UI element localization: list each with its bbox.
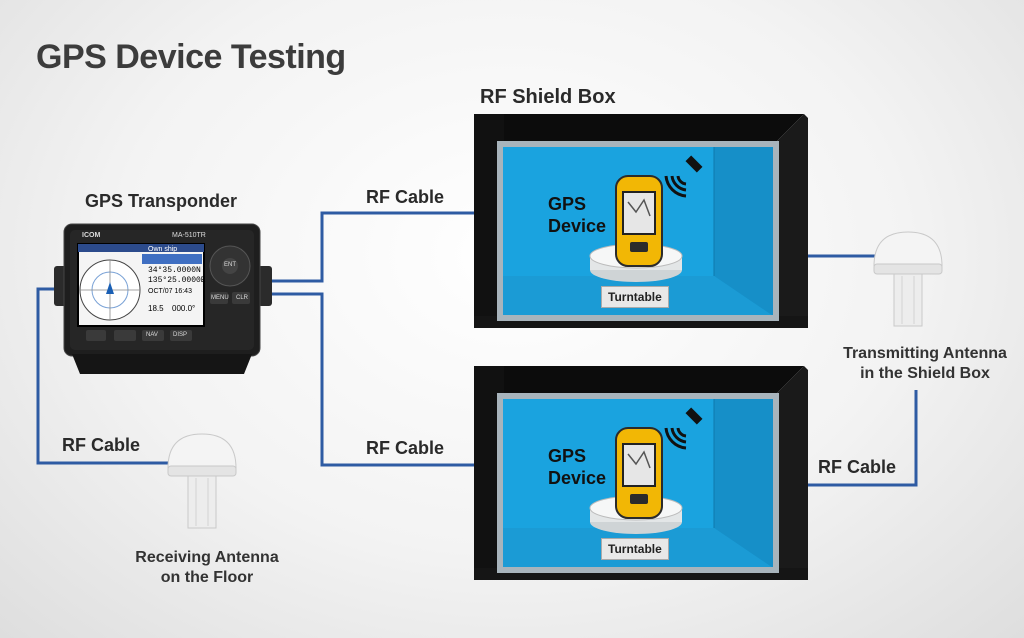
clr-button: CLR — [236, 295, 249, 301]
page-title: GPS Device Testing — [36, 38, 346, 76]
ent-button: ENT — [224, 262, 236, 268]
sog-value: 18.5 — [148, 304, 164, 313]
nav-button: NAV — [146, 332, 158, 338]
transmitting-antenna-label: Transmitting Antenna in the Shield Box — [843, 345, 1007, 382]
turntable-label-top: Turntable — [601, 286, 669, 308]
turntable-label-bottom: Turntable — [601, 538, 669, 560]
cog-value: 000.0° — [172, 304, 196, 313]
satellite-signal-icon-bottom — [664, 406, 708, 450]
rf-cable-top — [270, 211, 476, 283]
rf-cable-left-label: RF Cable — [62, 435, 141, 455]
gps-transponder-label: GPS Transponder — [85, 191, 238, 211]
rf-cable-left — [36, 287, 168, 465]
gps-handheld-top — [614, 172, 664, 268]
screen-header: Own ship — [148, 246, 178, 253]
disp-button: DISP — [173, 332, 188, 338]
rf-shield-box-top — [474, 108, 808, 328]
rf-cable-right-label: RF Cable — [818, 457, 897, 477]
latitude: 34°35.0000N — [148, 266, 201, 275]
receiving-antenna — [162, 432, 242, 532]
gps-transponder: ICOM MA-510TR Own ship 34°35.0000N 135°2… — [54, 218, 272, 378]
date-time: OCT/07 16:43 — [148, 288, 192, 295]
receiving-antenna-label: Receiving Antenna on the Floor — [135, 549, 279, 586]
rf-shield-box-label: RF Shield Box — [480, 86, 616, 108]
rf-cable-bottom-label: RF Cable — [366, 438, 445, 458]
rf-cable-right — [808, 390, 918, 487]
transmitting-antenna — [868, 230, 948, 330]
satellite-signal-icon-top — [664, 154, 708, 198]
model-label: MA-510TR — [172, 232, 206, 239]
gps-device-label-top: GPS Device — [548, 194, 607, 236]
longitude: 135°25.0000E — [148, 276, 206, 285]
brand-label: ICOM — [82, 232, 101, 239]
gps-device-label-bottom: GPS Device — [548, 446, 607, 488]
gps-handheld-bottom — [614, 424, 664, 520]
rf-cable-bottom — [270, 292, 476, 467]
menu-button: MENU — [211, 295, 229, 301]
rf-cable-top-label: RF Cable — [366, 187, 445, 207]
